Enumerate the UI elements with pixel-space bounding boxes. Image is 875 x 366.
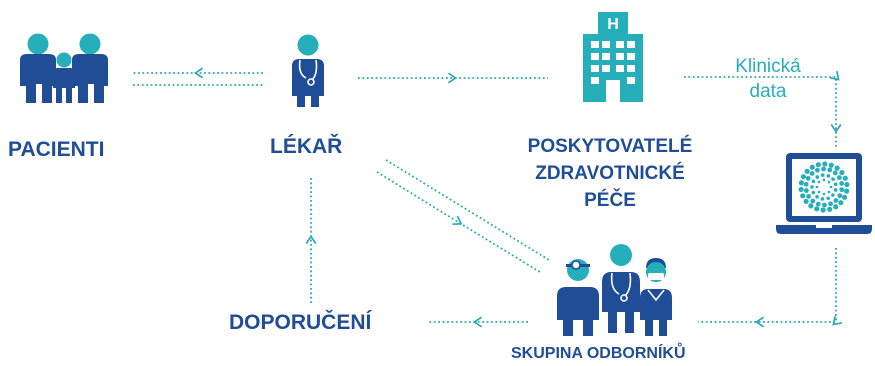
wheel-dot xyxy=(815,167,820,173)
wheel-dot xyxy=(844,188,850,194)
laptop-icon xyxy=(776,153,872,234)
wheel-dot xyxy=(815,201,821,207)
experts-label: SKUPINA ODBORNÍKŮ xyxy=(511,345,686,362)
wheel-dot xyxy=(798,180,804,186)
wheel-dot xyxy=(804,168,810,174)
data-wheel-icon xyxy=(798,161,850,213)
wheel-dot xyxy=(826,174,831,178)
wheel-dot xyxy=(821,166,826,172)
doctor-icon xyxy=(292,34,324,107)
wheel-dot xyxy=(803,198,809,205)
wheel-dot xyxy=(834,165,840,171)
patients-label: PACIENTI xyxy=(8,138,105,161)
wheel-dot xyxy=(820,197,825,201)
wheel-dot xyxy=(811,179,816,184)
wheel-dot xyxy=(803,181,809,187)
wheel-dot xyxy=(844,181,850,188)
wheel-dot xyxy=(809,171,815,176)
connectors xyxy=(133,67,843,328)
wheel-dot xyxy=(833,188,838,192)
wheel-dot xyxy=(800,174,807,180)
wheel-dot xyxy=(828,162,834,168)
wheel-dot xyxy=(842,175,848,181)
wheel-dot xyxy=(827,167,833,173)
wheel-dot xyxy=(838,200,844,206)
hospital-h-letter: H xyxy=(607,16,619,33)
wheel-dot xyxy=(810,185,814,189)
wheel-dot xyxy=(808,203,814,209)
referral-label: DOPORUČENÍ xyxy=(229,311,372,334)
wheel-dot xyxy=(815,185,819,189)
wheel-dot xyxy=(814,206,820,212)
wheel-dot xyxy=(839,181,845,186)
wheel-dot xyxy=(817,180,821,184)
wheel-dot xyxy=(815,162,821,168)
wheel-dot xyxy=(826,196,830,201)
wheel-dot xyxy=(810,198,816,204)
providers-label-line3: PÉČE xyxy=(584,190,636,211)
providers-label: POSKYTOVATELÉ ZDRAVOTNICKÉ PÉČE xyxy=(505,133,715,214)
wheel-dot xyxy=(836,175,842,181)
wheel-dot xyxy=(837,193,843,199)
connector-laptop-to-experts xyxy=(698,248,843,328)
providers-label-line1: POSKYTOVATELÉ xyxy=(527,136,693,157)
clinical-data-line2: data xyxy=(749,81,787,102)
wheel-dot xyxy=(831,177,835,181)
connector-providers-to-laptop xyxy=(684,70,842,148)
wheel-dot xyxy=(833,198,839,203)
wheel-dot xyxy=(831,193,835,197)
line-experts-doctor-upper xyxy=(385,159,550,261)
wheel-dot xyxy=(822,178,826,182)
wheel-dot xyxy=(803,188,809,193)
wheel-dot xyxy=(841,194,848,200)
wheel-dot xyxy=(829,185,833,189)
clinical-data-label: Klinická data xyxy=(718,54,818,104)
wheel-dot xyxy=(827,206,833,212)
wheel-dot xyxy=(827,180,831,184)
wheel-dot xyxy=(798,186,804,193)
wheel-dot xyxy=(815,195,819,199)
wheel-dot xyxy=(805,175,811,181)
wheel-dot xyxy=(806,193,812,199)
wheel-dot xyxy=(822,161,828,167)
wheel-dot xyxy=(809,164,815,170)
clinical-data-line1: Klinická xyxy=(735,56,801,77)
wheel-dot xyxy=(800,193,806,199)
wheel-dot xyxy=(832,170,838,176)
wheel-dot xyxy=(839,169,845,176)
experts-group-icon xyxy=(557,244,672,336)
patients-family-icon xyxy=(20,33,108,103)
doctor-label: LÉKAŘ xyxy=(270,135,343,158)
wheel-dot xyxy=(820,207,826,213)
hospital-icon: H xyxy=(583,12,643,102)
wheel-dot xyxy=(817,190,821,194)
wheel-dot xyxy=(833,204,839,210)
wheel-dot xyxy=(815,175,820,179)
arrow-doctor-to-experts xyxy=(376,171,541,273)
wheel-dot xyxy=(827,190,831,194)
wheel-dot xyxy=(828,201,833,207)
providers-label-line2: ZDRAVOTNICKÉ xyxy=(535,163,685,184)
wheel-dot xyxy=(811,190,816,195)
wheel-dot xyxy=(820,173,825,177)
wheel-dot xyxy=(822,202,827,208)
wheel-dot xyxy=(839,187,845,193)
wheel-dot xyxy=(822,192,826,196)
wheel-dot xyxy=(833,182,838,187)
